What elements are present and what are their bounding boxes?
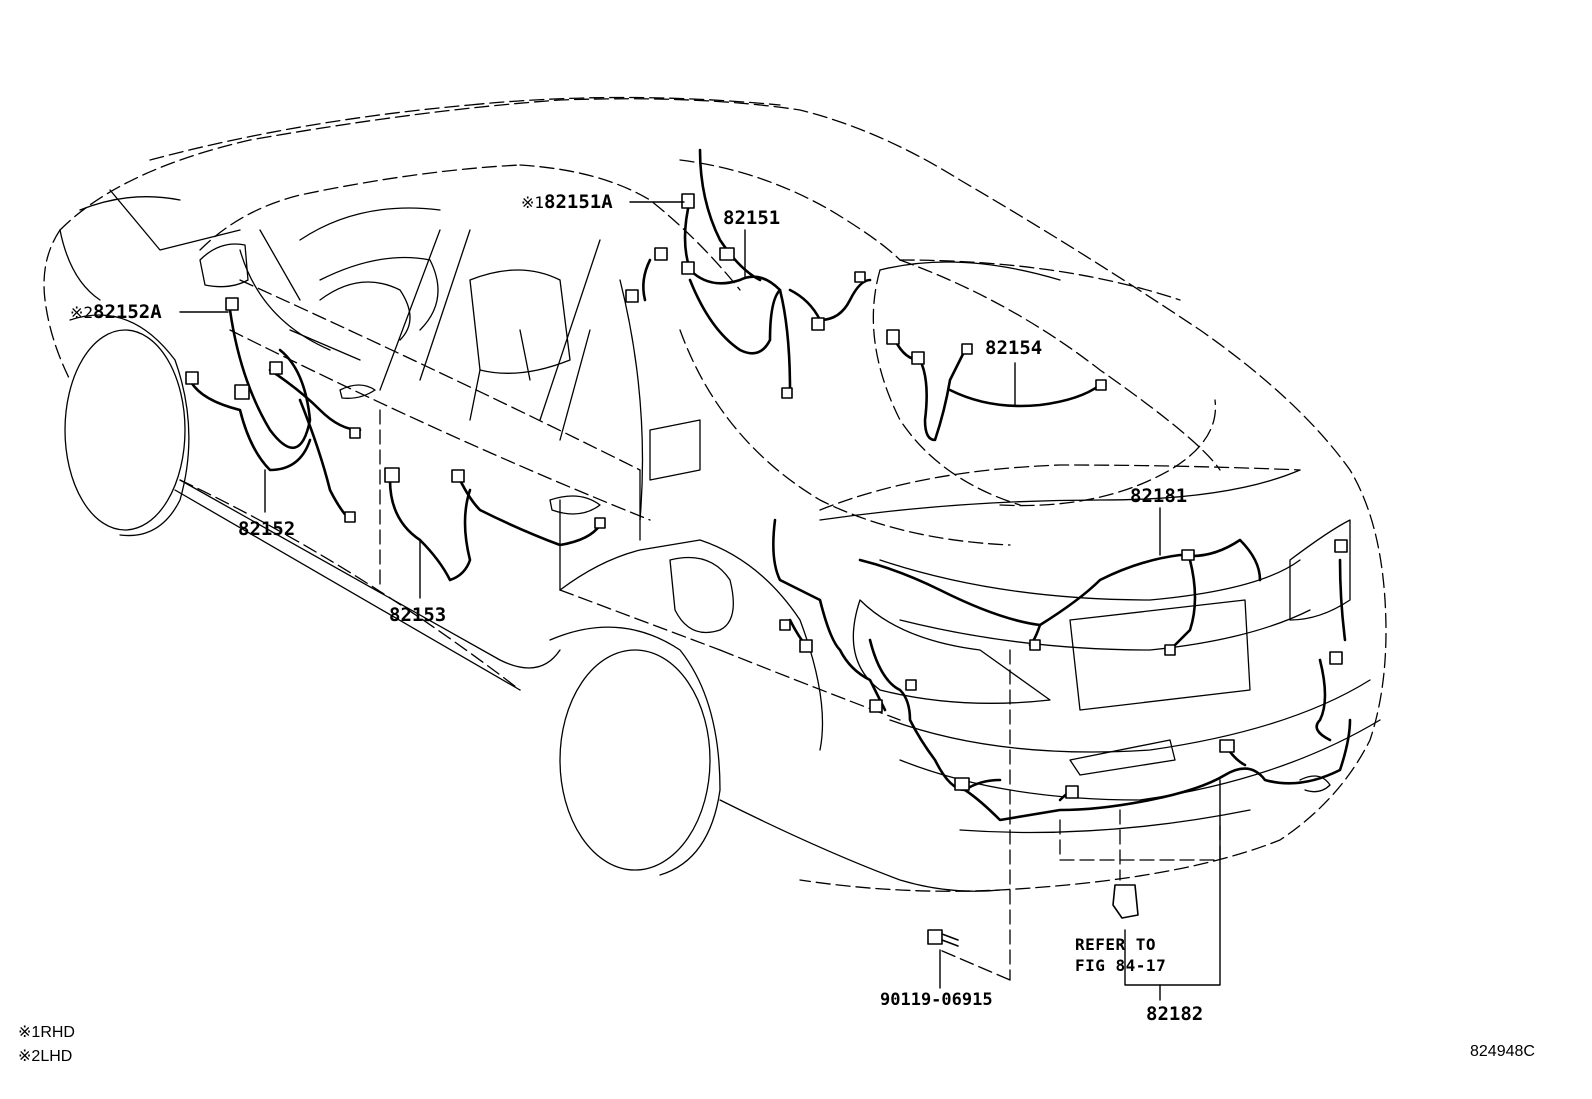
refer-line-2: FIG 84-17 <box>1075 955 1167 975</box>
figure-id: 824948C <box>1470 1043 1535 1060</box>
legend-text: LHD <box>40 1048 73 1065</box>
refer-note: REFER TO FIG 84-17 <box>1075 935 1166 977</box>
legend-item-lhd: ※2LHD <box>18 1049 72 1065</box>
connectors <box>185 193 1348 947</box>
leader-lines <box>179 201 1221 1001</box>
legend-marker: ※1 <box>18 1024 41 1041</box>
label-82153: 82153 <box>389 604 447 626</box>
part-number: 82152A <box>93 301 162 323</box>
label-82154: 82154 <box>985 337 1043 359</box>
label-82152a: ※282152A <box>70 303 162 322</box>
refer-line-1: REFER TO <box>1075 935 1157 954</box>
label-82151: 82151 <box>723 207 781 229</box>
legend-item-rhd: ※1RHD <box>18 1025 75 1041</box>
marker-rhd: ※1 <box>521 193 545 212</box>
legend-text: RHD <box>40 1024 75 1041</box>
car-body-solid <box>59 189 1381 892</box>
label-82151a: ※182151A <box>521 193 613 212</box>
label-82152: 82152 <box>238 518 296 540</box>
label-82182: 82182 <box>1146 1003 1204 1025</box>
label-82181: 82181 <box>1130 485 1188 507</box>
legend-marker: ※2 <box>18 1048 41 1065</box>
label-90119-06915: 90119-06915 <box>880 990 993 1010</box>
marker-lhd: ※2 <box>70 303 94 322</box>
screw-icon <box>927 929 943 945</box>
part-number: 82151A <box>544 191 613 213</box>
